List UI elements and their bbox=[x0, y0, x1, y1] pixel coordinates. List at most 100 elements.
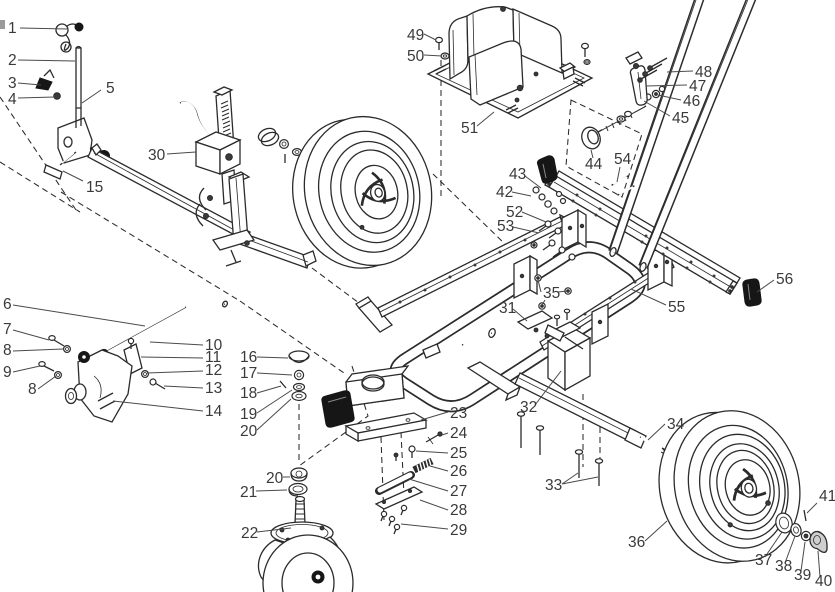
screws-part29 bbox=[380, 504, 408, 535]
knob-latch-assembly bbox=[581, 51, 668, 150]
callout-8: 8 bbox=[3, 342, 12, 359]
dashed-guides bbox=[0, 60, 774, 521]
callout-leader-10 bbox=[149, 341, 204, 346]
callout-4: 4 bbox=[8, 91, 17, 108]
callout-6: 6 bbox=[3, 296, 12, 313]
end-cap-part56 bbox=[742, 278, 762, 307]
screw-part7 bbox=[48, 335, 56, 342]
callout-leader-35 bbox=[541, 299, 546, 306]
callout-32: 32 bbox=[520, 399, 537, 416]
callout-37: 37 bbox=[755, 552, 772, 569]
latch-part31 bbox=[516, 310, 554, 330]
callout-leader-27 bbox=[408, 478, 449, 492]
cap-part43 bbox=[536, 155, 558, 184]
washer-part37 bbox=[775, 512, 793, 534]
callout-35: 35 bbox=[543, 285, 560, 302]
frame-rails bbox=[377, 208, 675, 392]
caster-wheel-part22 bbox=[257, 495, 354, 592]
rear-wheel bbox=[658, 410, 801, 564]
callout-2: 2 bbox=[8, 52, 17, 69]
callout-leader-46 bbox=[657, 94, 682, 101]
nut-part8a bbox=[62, 345, 71, 354]
screw-part9 bbox=[38, 361, 46, 368]
callout-40: 40 bbox=[815, 573, 833, 590]
bearing-part20 bbox=[291, 390, 307, 402]
callout-leader-41 bbox=[806, 502, 818, 514]
callout-12: 12 bbox=[205, 362, 222, 379]
callout-30: 30 bbox=[148, 147, 166, 164]
callout-leader-26 bbox=[429, 465, 449, 472]
callout-leader-30 bbox=[166, 151, 197, 155]
callout-leader-12 bbox=[146, 370, 204, 374]
cross-rail bbox=[544, 170, 762, 307]
caster-assembly bbox=[257, 350, 354, 592]
callout-28: 28 bbox=[450, 502, 467, 519]
callout-leader-25 bbox=[415, 450, 449, 454]
callout-50: 50 bbox=[407, 48, 425, 65]
washer-part50 bbox=[440, 52, 450, 60]
callout-leader-48 bbox=[666, 70, 694, 73]
callout-49: 49 bbox=[407, 27, 424, 44]
callout-leader-35 bbox=[537, 279, 542, 293]
callout-leader-33 bbox=[561, 476, 599, 485]
knob-part44 bbox=[581, 126, 601, 150]
pin-part18 bbox=[279, 380, 287, 389]
callout-leader-37 bbox=[764, 531, 783, 558]
callout-leader-13 bbox=[163, 385, 204, 389]
callout-leader-31 bbox=[512, 308, 528, 322]
callout-leader-40 bbox=[817, 550, 821, 578]
callout-leader-16 bbox=[256, 356, 289, 359]
callout-52: 52 bbox=[506, 204, 523, 221]
callout-leader-29 bbox=[400, 523, 449, 530]
front-wheel bbox=[291, 115, 433, 269]
callout-1: 1 bbox=[8, 20, 17, 37]
nut-part17 bbox=[293, 369, 305, 381]
callout-leader-50 bbox=[423, 54, 443, 57]
callout-leader-54 bbox=[616, 166, 621, 183]
rubber-pad bbox=[321, 390, 355, 428]
callout-leader-55 bbox=[630, 288, 667, 306]
callout-leader-8 bbox=[12, 348, 64, 352]
t-handle bbox=[43, 164, 63, 180]
callout-41: 41 bbox=[819, 488, 835, 505]
nut-part4 bbox=[53, 92, 61, 100]
callout-leader-44 bbox=[590, 149, 594, 159]
callout-11: 11 bbox=[205, 349, 221, 366]
callout-44: 44 bbox=[585, 156, 603, 173]
callout-leader-14 bbox=[112, 400, 204, 412]
fitting-part24 bbox=[425, 434, 439, 443]
clamp-block-part5 bbox=[57, 117, 93, 164]
pin-ball bbox=[74, 22, 84, 32]
callout-31: 31 bbox=[499, 300, 516, 317]
callout-leader-18 bbox=[256, 385, 282, 394]
callout-leader-56 bbox=[756, 279, 775, 293]
callout-layer: 1234515306789810111213141617181920202122… bbox=[3, 20, 835, 590]
callout-14: 14 bbox=[205, 403, 223, 420]
callout-18: 18 bbox=[240, 385, 257, 402]
callout-7: 7 bbox=[3, 321, 12, 338]
callout-23: 23 bbox=[450, 405, 467, 422]
callout-54: 54 bbox=[614, 151, 632, 168]
nut-part8b bbox=[53, 371, 62, 380]
callout-47: 47 bbox=[689, 78, 706, 95]
callout-56: 56 bbox=[776, 271, 793, 288]
callout-leader-28 bbox=[419, 499, 449, 511]
callout-leader-52 bbox=[521, 211, 547, 223]
callout-leader-15 bbox=[62, 170, 84, 182]
callout-15: 15 bbox=[86, 179, 103, 196]
callout-leader-20 bbox=[256, 398, 292, 431]
callout-leader-22 bbox=[256, 527, 292, 533]
guard-wall-front bbox=[468, 40, 524, 106]
callout-leader-35 bbox=[557, 290, 568, 293]
callout-3: 3 bbox=[8, 75, 17, 92]
callout-19: 19 bbox=[240, 406, 257, 423]
callout-leader-8 bbox=[37, 375, 57, 390]
callout-26: 26 bbox=[450, 463, 467, 480]
axle-assembly bbox=[514, 372, 676, 486]
washer-part38 bbox=[790, 522, 802, 538]
callout-leader-3 bbox=[17, 82, 42, 86]
callout-21: 21 bbox=[240, 484, 257, 501]
callout-34: 34 bbox=[667, 416, 685, 433]
